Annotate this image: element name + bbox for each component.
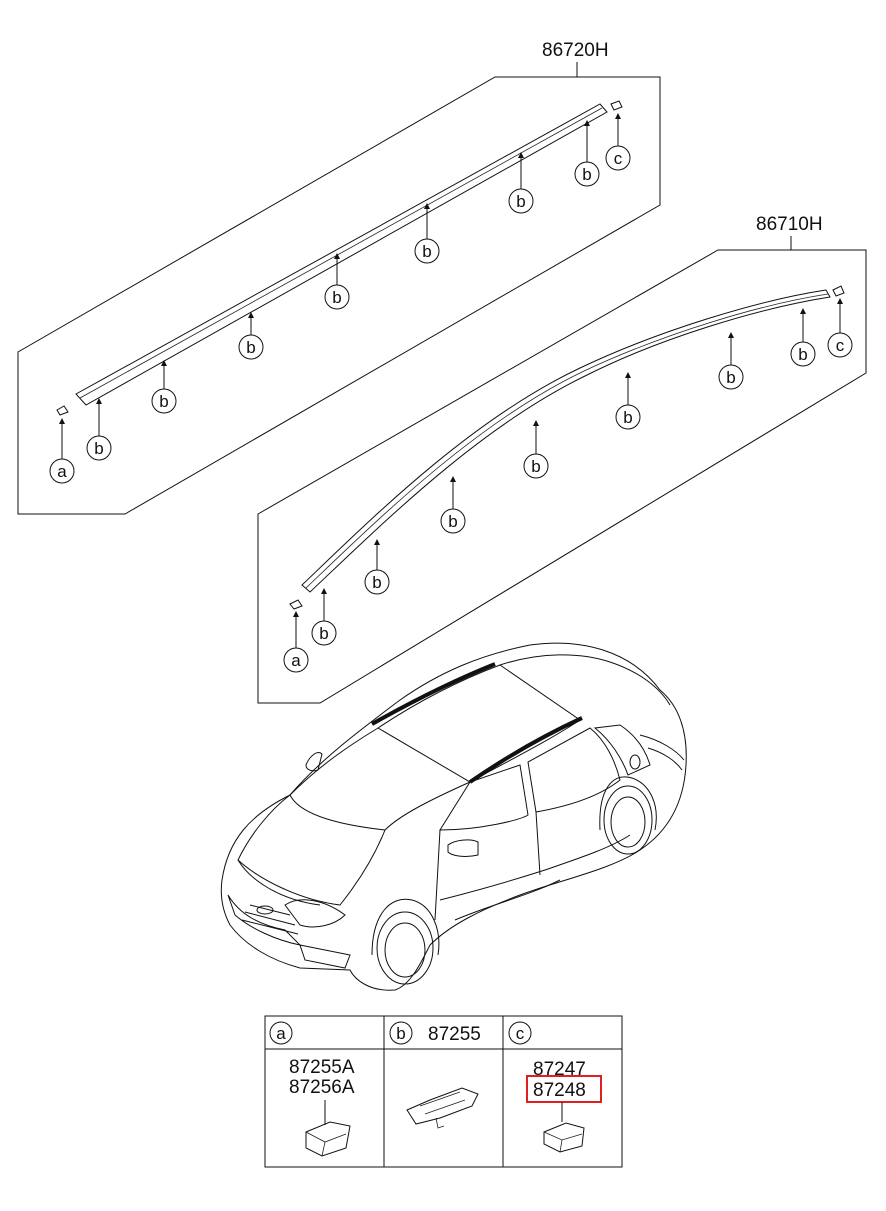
legend-callout-b[interactable] — [389, 1021, 413, 1045]
legend-callout-c-label: c — [516, 1024, 525, 1043]
callout-b-label: b — [372, 573, 381, 592]
legend-table-frame — [264, 1015, 623, 1168]
callout-circle-b[interactable] — [364, 569, 390, 595]
legend-callout-c[interactable] — [508, 1021, 532, 1045]
callout-circle-b[interactable] — [718, 364, 744, 390]
car-illustration — [220, 642, 687, 991]
rear-assembly-group: 86720H a b b b — [17, 40, 661, 515]
callout-b-label: b — [516, 192, 525, 211]
part-number-87256A[interactable]: 87256A — [289, 1077, 355, 1098]
rear-assembly-frame — [17, 76, 661, 515]
callout-a-label: a — [57, 462, 67, 481]
callout-b-label: b — [726, 368, 735, 387]
rear-callouts: a b b b b b b b c — [49, 145, 631, 484]
front-molding-edge — [305, 293, 829, 589]
part-a-clip-edge — [305, 1131, 347, 1157]
legend-callout-a[interactable] — [269, 1021, 293, 1045]
callout-b-label: b — [623, 408, 632, 427]
front-roof-molding[interactable] — [301, 289, 831, 593]
front-leaders — [293, 298, 843, 648]
part-number-87255[interactable]: 87255 — [428, 1024, 481, 1045]
callout-circle-b[interactable] — [523, 453, 549, 479]
callout-b-label: b — [422, 242, 431, 261]
part-b-clip-icon — [406, 1087, 479, 1125]
part-number-87248[interactable]: 87248 — [533, 1080, 586, 1101]
callout-circle-b[interactable] — [86, 435, 112, 461]
callout-b-label: b — [798, 345, 807, 364]
callout-circle-c[interactable] — [605, 145, 631, 171]
callout-b-label: b — [319, 624, 328, 643]
part-c-cap-edge — [543, 1131, 583, 1153]
rear-leaders — [59, 113, 621, 459]
part-a-clip-icon — [305, 1121, 351, 1157]
callout-circle-b[interactable] — [414, 238, 440, 264]
callout-circle-b[interactable] — [508, 188, 534, 214]
front-part-number[interactable]: 86710H — [756, 214, 823, 235]
callout-circle-b[interactable] — [790, 341, 816, 367]
front-end-cap-a[interactable] — [289, 599, 303, 610]
part-number-87247[interactable]: 87247 — [533, 1059, 586, 1080]
callout-circle-b[interactable] — [151, 388, 177, 414]
callout-circle-a[interactable] — [49, 458, 75, 484]
callout-b-label: b — [159, 392, 168, 411]
callout-a-label: a — [291, 651, 301, 670]
callout-circle-b[interactable] — [615, 404, 641, 430]
callout-b-label: b — [332, 288, 341, 307]
legend-callout-b-label: b — [396, 1024, 405, 1043]
callout-b-label: b — [531, 457, 540, 476]
part-b-clip-detail — [419, 1091, 466, 1129]
callout-circle-a[interactable] — [283, 647, 309, 673]
legend-table: a 87255A 87256A b 87255 c 87247 87248 — [264, 1015, 623, 1168]
callout-b-label: b — [448, 512, 457, 531]
callout-circle-b[interactable] — [440, 508, 466, 534]
legend-callout-a-label: a — [276, 1024, 286, 1043]
rear-molding-edge — [79, 107, 603, 399]
front-assembly-frame — [257, 249, 867, 704]
rear-roof-molding[interactable] — [75, 103, 608, 406]
rear-end-cap-c[interactable] — [610, 100, 623, 111]
callout-circle-b[interactable] — [238, 334, 264, 360]
callout-circle-b[interactable] — [574, 161, 600, 187]
callout-b-label: b — [582, 165, 591, 184]
front-callouts: a b b b b b b b c — [283, 332, 853, 673]
callout-circle-b[interactable] — [311, 620, 337, 646]
callout-c-label: c — [836, 336, 845, 355]
callout-b-label: b — [246, 338, 255, 357]
rear-end-cap-a[interactable] — [56, 405, 69, 416]
callout-circle-b[interactable] — [324, 284, 350, 310]
highlight-box — [526, 1075, 602, 1103]
callout-circle-c[interactable] — [827, 332, 853, 358]
front-end-cap-c[interactable] — [832, 285, 845, 297]
front-assembly-group: 86710H a b b b b — [257, 214, 867, 704]
callout-b-label: b — [94, 439, 103, 458]
part-c-cap-icon — [543, 1122, 585, 1153]
part-number-87255A[interactable]: 87255A — [289, 1057, 355, 1078]
callout-c-label: c — [614, 149, 623, 168]
rear-part-number[interactable]: 86720H — [542, 40, 609, 61]
